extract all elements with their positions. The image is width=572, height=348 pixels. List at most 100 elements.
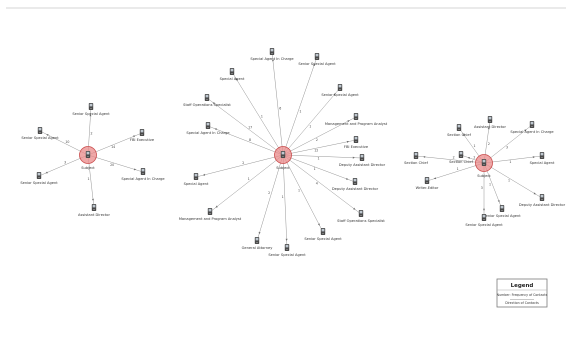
contact-label: Special Agent [220, 77, 245, 81]
person-device-icon [337, 84, 343, 91]
direction-arrow [258, 231, 261, 235]
direction-arrow [433, 177, 437, 180]
contact-frequency: 14 [111, 145, 115, 149]
person-device-icon [413, 152, 419, 159]
contact-label: Special Agent In Charge [510, 130, 554, 134]
person-device-icon [36, 172, 42, 179]
contact-frequency: 6 [279, 106, 281, 110]
contact-frequency: 1 [314, 167, 316, 171]
direction-arrow [133, 135, 136, 138]
contact-frequency: 1 [474, 144, 476, 148]
direction-arrow [317, 223, 320, 226]
contact-label: Section Chief [449, 160, 473, 164]
person-device-icon [207, 208, 213, 215]
contact-label: Assistant Director [78, 213, 110, 217]
contact-label: Special Agent In Charge [250, 57, 294, 61]
contact-label: Section Chief [404, 161, 428, 165]
person-device-icon [229, 68, 235, 75]
contact-frequency: 12 [314, 148, 318, 152]
direction-arrow [202, 173, 206, 176]
contact-frequency: 20 [110, 163, 114, 167]
direction-arrow [133, 168, 137, 171]
contact-label: Management and Program Analyst [325, 122, 388, 126]
person-device-icon [88, 103, 94, 110]
contact-frequency: 1 [317, 157, 319, 161]
person-device-icon [353, 136, 359, 143]
person-device-icon [254, 237, 260, 244]
contact-frequency: 1 [509, 160, 511, 164]
person-device-icon [193, 173, 199, 180]
contact-frequency: 2 [488, 142, 490, 146]
direction-arrow [285, 238, 288, 242]
contact-label: Section Chief [447, 133, 471, 137]
contact-frequency: 1 [87, 177, 89, 181]
contact-frequency: 3 [506, 146, 508, 150]
person-device-icon [269, 48, 275, 55]
direction-arrow [89, 113, 92, 117]
contact-edge [207, 125, 284, 156]
direction-arrow [422, 155, 426, 158]
direction-arrow [235, 77, 238, 81]
contact-edge [282, 56, 318, 156]
contact-label: Special Agent [530, 161, 555, 165]
contact-frequency: 1 [282, 195, 284, 199]
contact-label: Deputy Assistant Director [332, 187, 379, 191]
direction-arrow [212, 102, 215, 105]
contact-frequency: 8 [249, 138, 251, 142]
contact-frequency: 1 [299, 110, 301, 114]
person-device-icon [205, 122, 211, 129]
contact-frequency: 2 [268, 191, 270, 195]
direction-arrow [532, 156, 536, 159]
person-device-icon [314, 53, 320, 60]
subject-label: Subject [477, 174, 491, 178]
contact-label: Deputy Assistant Director [519, 203, 566, 207]
contact-label: Special Agent In Charge [121, 177, 165, 181]
direction-arrow [333, 93, 336, 96]
person-device-icon [140, 168, 146, 175]
contact-frequency: 1 [457, 167, 459, 171]
contact-label: Writer-Editor [416, 186, 439, 190]
contact-edge [483, 162, 543, 199]
direction-arrow [46, 134, 49, 137]
contact-edge [282, 154, 288, 249]
legend-title: Legend [511, 283, 534, 289]
direction-arrow [347, 120, 350, 123]
contact-label: General Attorney [242, 246, 274, 250]
direction-arrow [483, 208, 485, 211]
person-device-icon [481, 214, 487, 221]
contact-edge [483, 124, 533, 164]
person-device-icon [320, 228, 326, 235]
contact-frequency: 1 [261, 114, 263, 118]
legend-frame [496, 278, 548, 308]
contact-frequency: 2 [242, 161, 244, 165]
contact-frequency: 2 [316, 138, 318, 142]
direction-arrow [91, 198, 94, 202]
legend-box: Legend Number: Frequency of Contacts Dir… [496, 278, 548, 308]
contact-frequency: 2 [91, 132, 93, 136]
direction-arrow [346, 140, 350, 143]
direction-arrow [487, 126, 490, 130]
direction-arrow [467, 157, 471, 159]
contact-label: Staff Operations Specialist [183, 103, 231, 107]
subject-label: Subject [81, 166, 95, 170]
contact-label: Senior Special Agent [321, 93, 359, 97]
contact-frequency: 17 [248, 126, 252, 130]
direction-arrow [313, 63, 315, 67]
person-device-icon [539, 152, 545, 159]
contact-edge [209, 154, 284, 213]
contact-label: FBI Executive [130, 138, 155, 142]
person-device-icon [353, 113, 359, 120]
person-device-icon [499, 205, 505, 212]
contact-label: Senior Special Agent [72, 112, 110, 116]
contact-label: Special Agent In Charge [186, 131, 230, 135]
contact-label: FBI Executive [344, 145, 369, 149]
contact-edge [282, 154, 362, 215]
person-device-icon [487, 116, 493, 123]
contact-frequency: 4 [316, 181, 318, 185]
person-device-icon [529, 121, 535, 128]
contact-edge [271, 51, 284, 156]
contact-frequency: 3 [64, 160, 66, 164]
